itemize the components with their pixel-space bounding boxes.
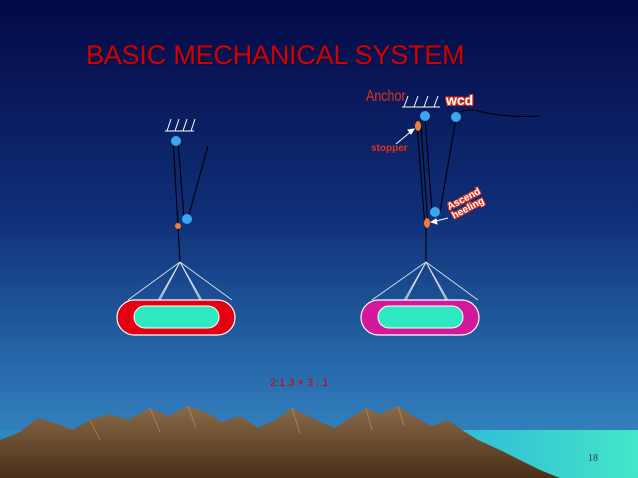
wcd-cable xyxy=(458,109,541,117)
right-deck xyxy=(377,305,464,329)
right-anchor-hatch xyxy=(402,95,440,108)
right-hook xyxy=(424,218,430,228)
ascend-arrow xyxy=(429,217,449,225)
wcd-sheave xyxy=(451,112,461,122)
mountain-ridges xyxy=(89,405,405,441)
left-deck xyxy=(133,305,220,329)
left-hook xyxy=(175,223,181,229)
right-fixed-sheave xyxy=(420,111,430,121)
mountain-range xyxy=(0,406,560,478)
anchor-label: Anchor xyxy=(366,88,406,105)
left-moving-sheave xyxy=(182,214,192,224)
right-moving-sheave xyxy=(430,207,440,217)
slide-title: BASIC MECHANICAL SYSTEM xyxy=(86,40,465,70)
left-anchor-hatch xyxy=(165,118,196,132)
right-ropes xyxy=(416,116,457,262)
ratio-label: 2:1 3 × 3 : 1 xyxy=(270,377,329,389)
wcd-label: wcd xyxy=(445,92,474,109)
stopper-arrow xyxy=(395,128,415,145)
left-fixed-sheave xyxy=(171,136,181,146)
stopper-block xyxy=(415,121,421,131)
stopper-label: stopper xyxy=(371,143,408,154)
left-ropes xyxy=(172,138,209,263)
page-number: 18 xyxy=(588,453,598,464)
